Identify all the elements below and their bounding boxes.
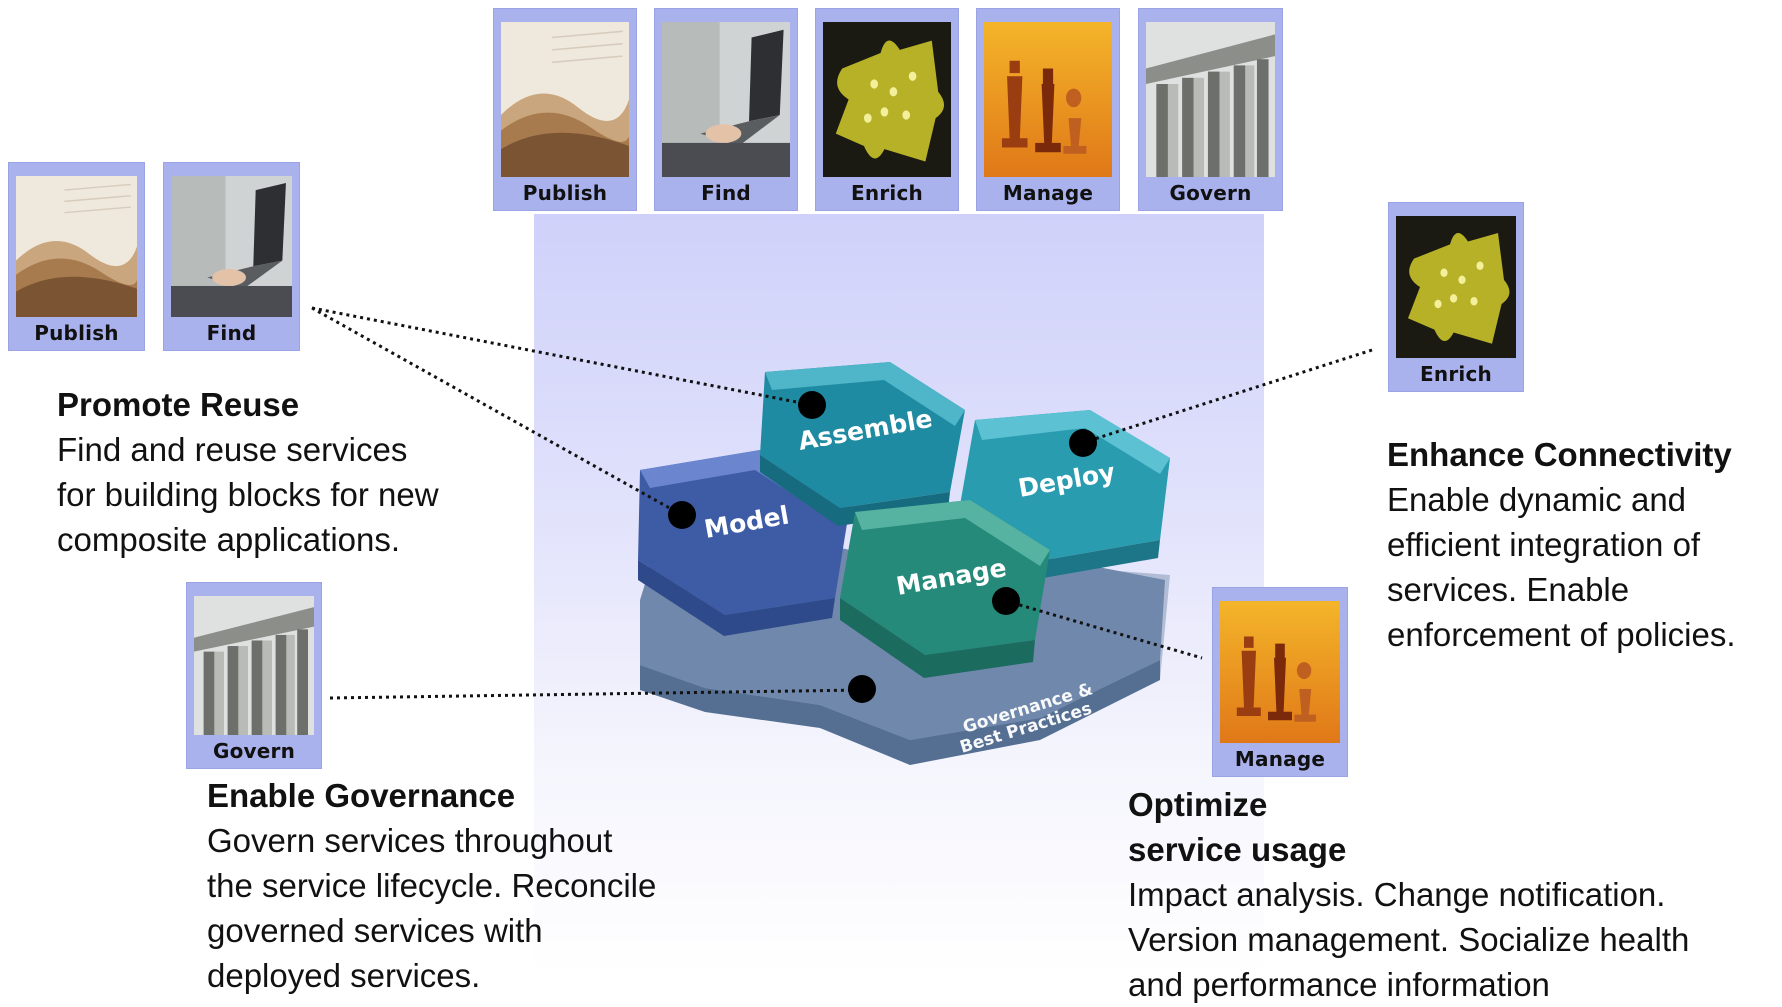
tile-label: Govern [212, 739, 296, 763]
note-enhance-connectivity: Enhance Connectivity Enable dynamic and … [1387, 432, 1779, 657]
tile-label: Govern [1169, 181, 1252, 205]
tile-govern-top: Govern [1138, 8, 1283, 211]
note-body: Enable dynamic and efficient integration… [1387, 481, 1736, 653]
tile-find-left: Find [163, 162, 300, 351]
hex-manage: Manage [840, 500, 1050, 678]
connector-manage-to-manage [1005, 599, 1203, 660]
tile-label: Enrich [1420, 362, 1492, 386]
laptop-icon [662, 22, 790, 177]
connector-enrich-to-deploy [1081, 348, 1373, 445]
tile-manage-right: Manage [1212, 587, 1348, 777]
connector-find-to-assemble [311, 306, 813, 407]
tile-find-top: Find [654, 8, 798, 211]
connector-govern-to-governance [329, 688, 863, 700]
tile-publish-left: Publish [8, 162, 145, 351]
chess-icon [984, 22, 1112, 177]
note-body: Find and reuse services for building blo… [57, 431, 439, 558]
tile-label: Find [701, 181, 751, 205]
note-body: Govern services throughout the service l… [207, 822, 657, 994]
note-promote-reuse: Promote Reuse Find and reuse services fo… [57, 382, 497, 562]
connector-lines [311, 306, 1373, 700]
newspaper-icon [16, 176, 137, 317]
tile-enrich-right: Enrich [1388, 202, 1524, 392]
columns-icon [1146, 22, 1275, 177]
dot-model [668, 501, 696, 529]
tile-publish-top: Publish [493, 8, 637, 211]
connector-dots [668, 391, 1097, 703]
newspaper-icon [501, 22, 629, 177]
dot-manage [992, 587, 1020, 615]
hex-deploy: Deploy [960, 410, 1170, 578]
puzzle-icon [823, 22, 951, 177]
columns-icon [194, 596, 314, 735]
laptop-icon [171, 176, 292, 317]
tile-label: Enrich [851, 181, 923, 205]
note-title-line-1: Optimize [1128, 786, 1268, 823]
note-optimize-service-usage: Optimize service usage Impact analysis. … [1128, 782, 1778, 1007]
tile-label: Find [206, 321, 257, 345]
tile-label: Manage [1002, 181, 1094, 205]
connector-find-to-model [311, 306, 683, 517]
note-title: Enhance Connectivity [1387, 436, 1732, 473]
dot-assemble [798, 391, 826, 419]
note-body: Impact analysis. Change notification. Ve… [1128, 876, 1690, 1003]
note-title: Enable Governance [207, 777, 516, 814]
note-enable-governance: Enable Governance Govern services throug… [207, 773, 727, 998]
note-title-line-2: service usage [1128, 831, 1347, 868]
tile-govern-left: Govern [186, 582, 322, 769]
tile-manage-top: Manage [976, 8, 1120, 211]
chess-icon [1220, 601, 1340, 743]
puzzle-icon [1396, 216, 1516, 358]
tile-label: Publish [522, 181, 608, 205]
dot-deploy [1069, 429, 1097, 457]
tile-label: Manage [1234, 747, 1326, 771]
tile-label: Publish [34, 321, 119, 345]
tile-enrich-top: Enrich [815, 8, 959, 211]
note-title: Promote Reuse [57, 386, 300, 423]
dot-governance [848, 675, 876, 703]
